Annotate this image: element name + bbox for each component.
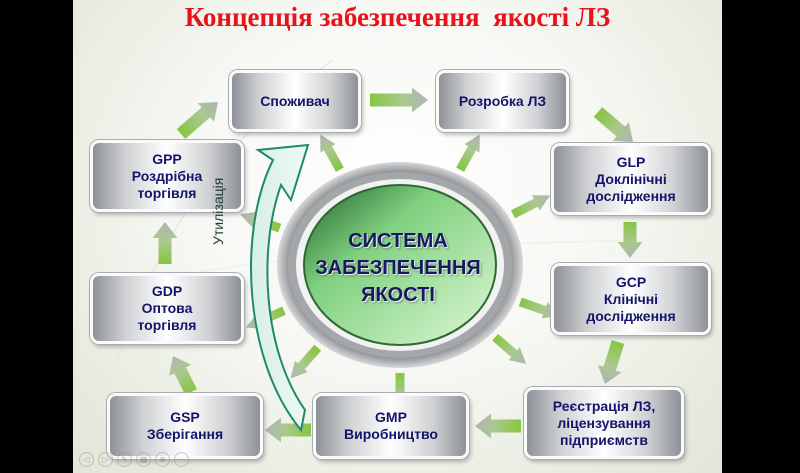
flow-arrow: [265, 417, 311, 443]
slideshow-toolbar: ◁ ▷ ✎ ▦ ⊕ ⋯: [79, 452, 189, 467]
flow-arrow: [169, 356, 197, 395]
radial-arrow: [456, 134, 480, 172]
flow-arrow: [176, 101, 219, 139]
box-label: Споживач: [260, 92, 330, 109]
flow-arrow: [152, 222, 178, 264]
pen-button[interactable]: ✎: [117, 452, 132, 467]
zoom-button[interactable]: ⊕: [155, 452, 170, 467]
utilization-arrow: [250, 143, 310, 433]
flow-arrow: [597, 340, 625, 385]
center-core: [303, 184, 497, 346]
radial-arrow: [518, 297, 560, 319]
box-consumer: Споживач: [229, 70, 361, 132]
flow-arrows: [152, 87, 643, 443]
flow-arrow: [370, 87, 428, 113]
slide: Концепція забезпечення якості ЛЗ Спожива…: [73, 0, 722, 473]
utilization-label: Утилізація: [210, 177, 226, 245]
next-slide-button[interactable]: ▷: [98, 452, 113, 467]
radial-arrow: [320, 134, 344, 172]
slide-title: Концепція забезпечення якості ЛЗ: [184, 2, 611, 32]
diagram-graphics: [73, 59, 722, 473]
prev-slide-button[interactable]: ◁: [79, 452, 94, 467]
flow-arrow: [475, 413, 521, 439]
radial-arrow: [492, 333, 527, 365]
flow-arrow: [593, 107, 633, 142]
box-label: Розробка ЛЗ: [458, 92, 547, 109]
radial-arrow: [290, 344, 322, 379]
radial-arrow: [510, 195, 551, 219]
box-development: Розробка ЛЗ: [436, 70, 569, 132]
more-button[interactable]: ⋯: [174, 452, 189, 467]
slides-button[interactable]: ▦: [136, 452, 151, 467]
flow-arrow: [617, 222, 643, 258]
